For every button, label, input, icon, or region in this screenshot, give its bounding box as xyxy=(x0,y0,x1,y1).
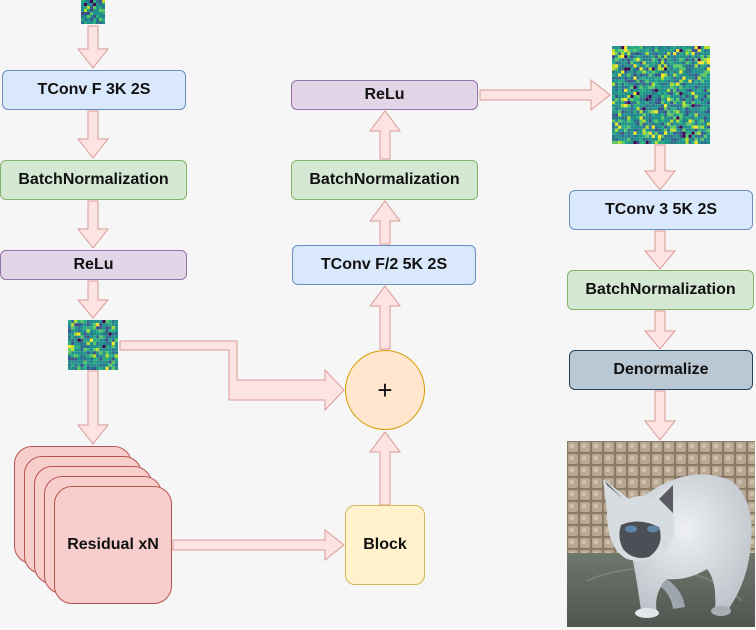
arrow-relu-to-featuremap xyxy=(76,280,110,319)
denormalize-node: Denormalize xyxy=(569,350,753,390)
feature-map-small xyxy=(81,0,105,24)
tconv-3-node: TConv 3 5K 2S xyxy=(569,190,753,230)
add-node: + xyxy=(345,350,425,430)
block-node: Block xyxy=(345,505,425,585)
arrow-bn-to-denormalize xyxy=(643,310,677,350)
batchnorm-node-2: BatchNormalization xyxy=(291,160,478,200)
arrow-block-to-add xyxy=(369,431,401,506)
arrow-tconv-3-to-bn xyxy=(643,230,677,270)
arrow-input-to-tconv-f xyxy=(76,25,110,69)
feature-map-medium xyxy=(68,320,118,370)
arrow-bn-to-relu-2 xyxy=(369,110,401,160)
residual-block-node: Residual xN xyxy=(54,486,172,604)
arrow-denormalize-to-output xyxy=(643,390,677,441)
tconv-f2-node: TConv F/2 5K 2S xyxy=(292,245,476,285)
tconv-f-node: TConv F 3K 2S xyxy=(2,70,186,110)
arrow-skip-to-add xyxy=(119,340,345,412)
arrow-tconv-f-to-bn xyxy=(76,110,110,159)
arrow-add-to-tconv-f2 xyxy=(369,285,401,350)
feature-map-large xyxy=(612,46,710,144)
relu-node-1: ReLu xyxy=(0,250,187,280)
arrow-bn-to-relu xyxy=(76,200,110,249)
relu-node-2: ReLu xyxy=(291,80,478,110)
batchnorm-node-1: BatchNormalization xyxy=(0,160,187,200)
output-cat-image xyxy=(567,441,755,627)
batchnorm-node-3: BatchNormalization xyxy=(567,270,754,310)
arrow-featuremap-to-residual xyxy=(76,370,110,445)
arrow-relu-to-featuremap-2 xyxy=(479,78,611,112)
arrow-featuremap-to-tconv-3 xyxy=(643,144,677,191)
arrow-residual-to-block xyxy=(172,528,345,562)
arrow-tconv-f2-to-bn xyxy=(369,200,401,245)
